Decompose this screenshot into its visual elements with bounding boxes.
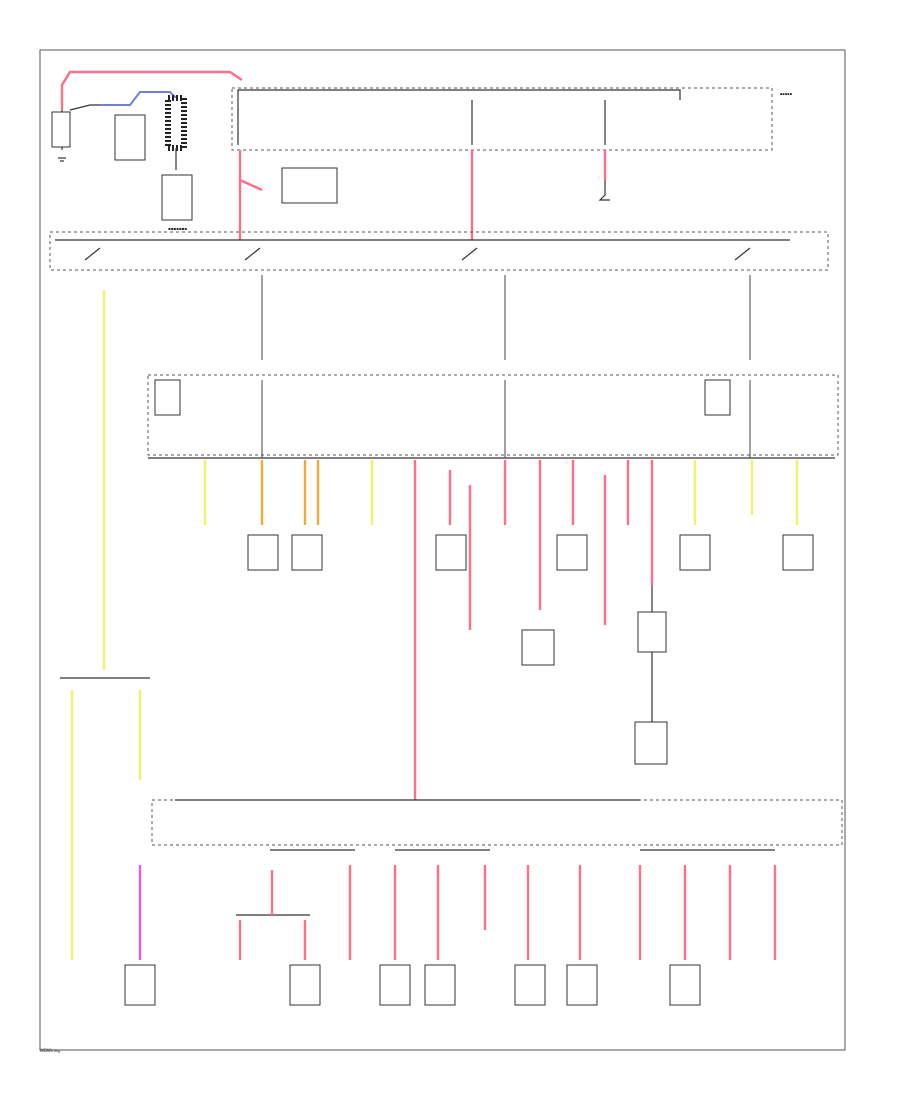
fuse-panel-bottom bbox=[151, 799, 843, 846]
mid-component-2 bbox=[435, 534, 467, 571]
bottom-component-4 bbox=[514, 964, 546, 1006]
alternator-caption: ▪▪▪▪▪▪▪ bbox=[168, 226, 187, 231]
mid-component-5 bbox=[782, 534, 814, 571]
mid-components bbox=[247, 534, 814, 571]
mid-wire-drops bbox=[203, 460, 799, 630]
mid-component-3 bbox=[556, 534, 588, 571]
fuse-panel-mid bbox=[147, 374, 839, 456]
fuse-block-top bbox=[231, 87, 773, 151]
ignition-contacts bbox=[84, 247, 751, 261]
bottom-component-6 bbox=[669, 964, 701, 1006]
bottom-component-5 bbox=[566, 964, 598, 1006]
alternator-coil bbox=[165, 95, 187, 151]
bottom-component-2 bbox=[379, 964, 411, 1006]
mid-component-4 bbox=[679, 534, 711, 571]
mid-component-1 bbox=[291, 534, 323, 571]
connector-block bbox=[637, 611, 667, 653]
diagram-frame bbox=[39, 49, 846, 1051]
module-center-a bbox=[521, 629, 555, 666]
fuse-block-label: ▪▪▪▪▪ bbox=[780, 92, 793, 96]
bottom-component-3 bbox=[424, 964, 456, 1006]
panel-relays bbox=[154, 379, 731, 416]
battery-feed: ▪▪▪▪▪▪▪ bbox=[51, 70, 243, 231]
bottom-component-1 bbox=[289, 964, 321, 1006]
bottom-wire-drops bbox=[138, 865, 777, 960]
mid-component-0 bbox=[247, 534, 279, 571]
footer-code: WDWiring bbox=[40, 1048, 60, 1053]
ignition-switch bbox=[49, 231, 829, 271]
bottom-components bbox=[124, 964, 701, 1006]
module-center-b bbox=[634, 721, 668, 765]
bottom-component-0 bbox=[124, 964, 156, 1006]
